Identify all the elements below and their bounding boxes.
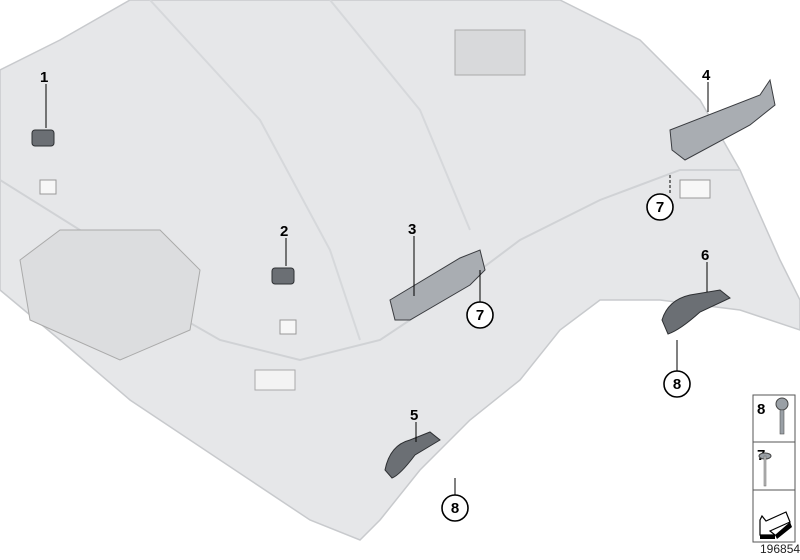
callout-8: 8: [673, 376, 681, 393]
cutout: [679, 179, 711, 199]
cutout: [254, 369, 296, 391]
callout-7: 7: [476, 307, 484, 324]
fastener-legend: 8 7: [752, 394, 796, 543]
arrow-icon: [759, 511, 792, 539]
label-4: 4: [702, 67, 711, 84]
callout-circle-8: [441, 494, 469, 522]
label-2: 2: [280, 223, 288, 240]
part-2-light: [271, 267, 295, 285]
callout-8: 8: [451, 500, 459, 517]
document-number: 196854: [760, 542, 800, 556]
callout-circle-7: [466, 301, 494, 329]
cutout: [279, 319, 297, 335]
headliner-ridge: [329, 0, 471, 231]
headliner: [0, 0, 800, 541]
part-4-bracket: [669, 78, 776, 161]
cutout: [39, 179, 57, 195]
callout-circle-8: [663, 370, 691, 398]
headliner-ridge: [149, 0, 361, 341]
rivet-icon: [758, 452, 772, 487]
part-6-grab-handle: [661, 289, 731, 335]
label-5: 5: [410, 407, 418, 424]
legend-number-8: 8: [757, 401, 765, 418]
label-1: 1: [40, 69, 48, 86]
sunroof-frame: [454, 29, 526, 76]
screw-icon: [775, 397, 789, 435]
overhead-console-frame: [19, 229, 201, 361]
callout-circle-7: [646, 193, 674, 221]
callout-7: 7: [656, 199, 664, 216]
label-6: 6: [701, 247, 709, 264]
label-3: 3: [408, 221, 416, 238]
part-3-bracket: [389, 249, 486, 321]
part-5-grab-handle: [384, 431, 441, 479]
part-1-light: [31, 129, 55, 147]
